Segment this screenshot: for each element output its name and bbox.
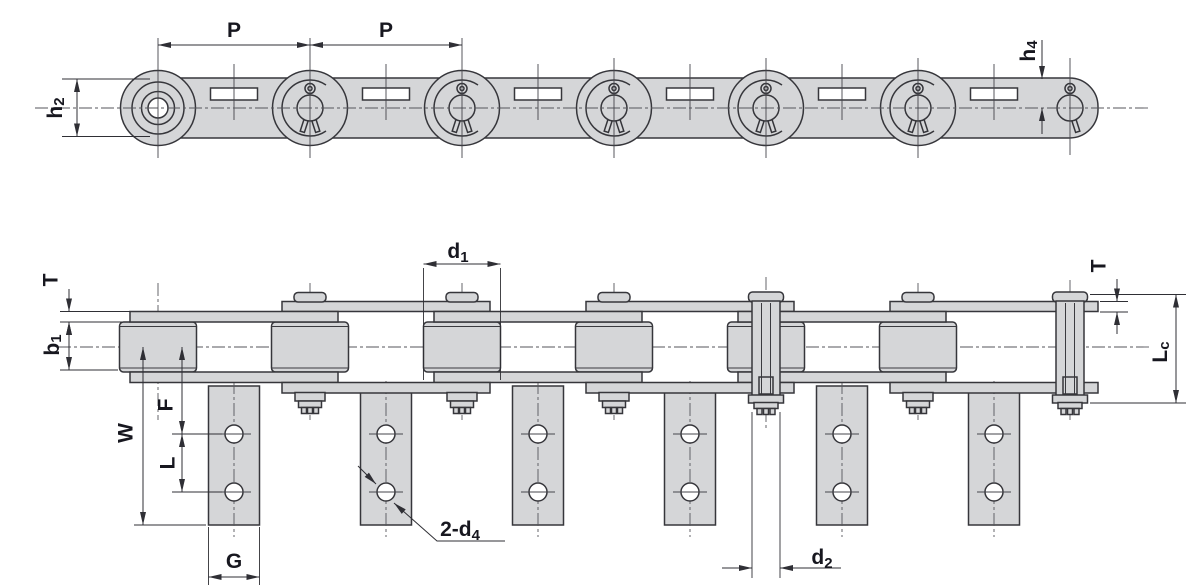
dim-label-d2: d2 (811, 546, 832, 572)
dim-label-f: F (155, 398, 178, 411)
dim-label-h4: h4 (1017, 40, 1041, 62)
dim-label-l: L (157, 456, 180, 469)
plan-view-chain-body (118, 291, 1099, 416)
plan-view-dimensions: T b1 d1 W F L G (40, 240, 1186, 585)
dim-label-h2: h2 (44, 97, 68, 118)
dim-label-2-d4: 2-d4 (440, 518, 481, 544)
plan-view: T b1 d1 W F L G (40, 240, 1186, 585)
dim-label-g: G (226, 550, 242, 573)
dim-label-w: W (115, 423, 138, 443)
side-view: P P h2 h4 (35, 19, 1148, 158)
dim-label-t-left: T (40, 273, 63, 286)
dim-label-t-right: T (1088, 259, 1111, 272)
side-view-chain-body (119, 63, 1099, 147)
side-view-dimensions: P P h2 h4 (44, 19, 1045, 137)
dim-label-pitch-2: P (379, 19, 393, 42)
dim-label-d1: d1 (447, 240, 468, 266)
dim-label-b1: b1 (41, 334, 65, 355)
dim-label-lc: Lc (1149, 341, 1173, 362)
side-view-centerlines (35, 38, 1148, 158)
dim-label-pitch-1: P (227, 19, 241, 42)
